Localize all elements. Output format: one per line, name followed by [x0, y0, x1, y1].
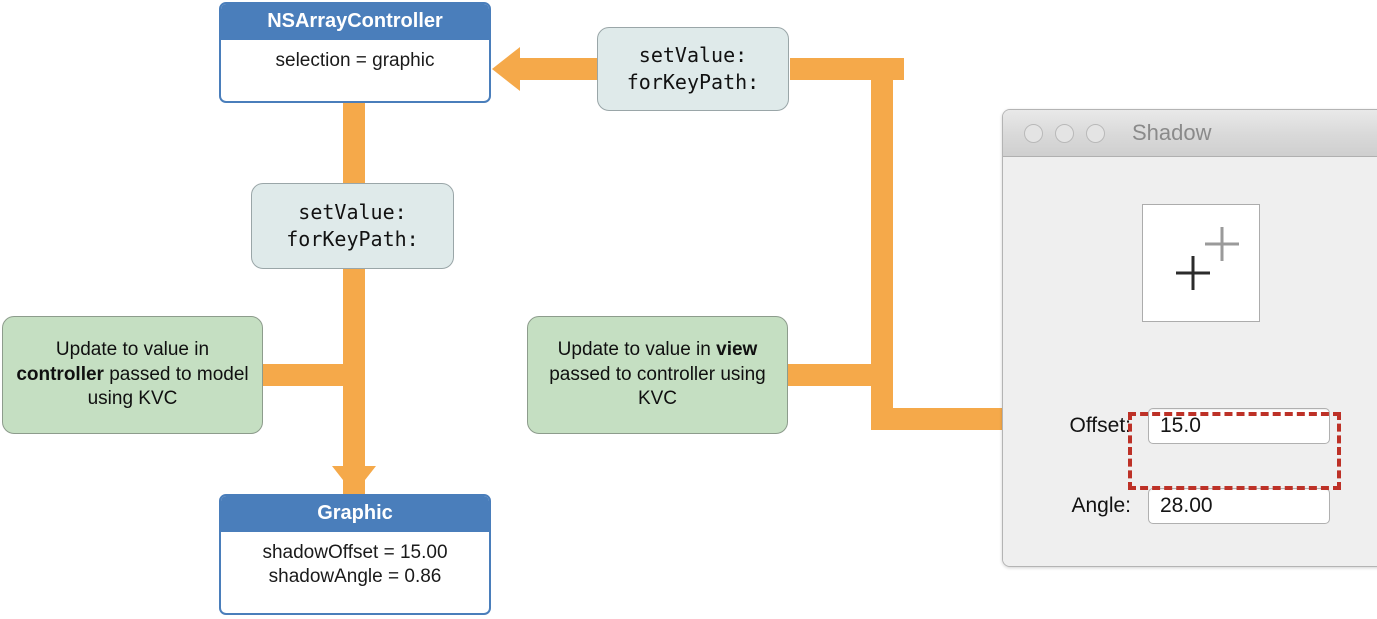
note-view-to-controller: Update to value in view passed to contro… [527, 316, 788, 434]
zoom-dot-icon[interactable] [1086, 123, 1105, 143]
offset-input[interactable]: 15.0 [1148, 408, 1330, 444]
message-box-controller-to-model: setValue: forKeyPath: [251, 183, 454, 269]
note-view-post: passed to controller using KVC [549, 363, 766, 410]
shadow-window-content: Offset: 15.0 Angle: 28.00 [1003, 157, 1377, 566]
offset-field-label: Offset: [1069, 414, 1131, 437]
note-view-emphasis: view [716, 338, 758, 360]
angle-field-row: Angle: 28.00 [1013, 488, 1343, 524]
graphic-title: Graphic [221, 496, 489, 532]
connector-msg-to-controller-line [520, 58, 604, 80]
connector-right-vertical-trunk [871, 58, 893, 430]
message-box-view-to-controller: setValue: forKeyPath: [597, 27, 789, 111]
arrowhead-into-graphic [332, 466, 376, 494]
graphic-body: shadowOffset = 15.00 shadowAngle = 0.86 [221, 532, 489, 601]
note-controller-pre: Update to value in [55, 338, 210, 360]
plus-marker-main-icon [1176, 256, 1210, 290]
graphic-shadow-offset: shadowOffset = 15.00 [262, 542, 448, 563]
minimize-dot-icon[interactable] [1055, 123, 1074, 143]
shadow-preview-canvas[interactable] [1142, 204, 1260, 322]
shadow-window-titlebar[interactable]: Shadow [1003, 110, 1377, 157]
arrowhead-into-controller [492, 47, 520, 91]
nsarraycontroller-title: NSArrayController [221, 4, 489, 40]
graphic-shadow-angle: shadowAngle = 0.86 [268, 566, 442, 588]
plus-marker-shadow-icon [1205, 227, 1239, 261]
offset-field-row: Offset: 15.0 [1013, 408, 1343, 444]
angle-field-label: Angle: [1071, 494, 1131, 517]
connector-controller-vertical-trunk [343, 100, 365, 496]
nsarraycontroller-body: selection = graphic [275, 50, 435, 71]
shadow-window[interactable]: Shadow Offset: 15.0 Angle: 28.00 [1002, 109, 1377, 567]
note-controller-text: Update to value in controller passed to … [11, 338, 254, 412]
traffic-light-group [1024, 123, 1105, 143]
connector-vertical-to-controller-note [262, 364, 362, 386]
shadow-window-title: Shadow [1132, 120, 1212, 145]
graphic-box: Graphic shadowOffset = 15.00 shadowAngle… [219, 494, 491, 615]
nsarraycontroller-box: NSArrayController selection = graphic [219, 2, 491, 103]
note-controller-to-model: Update to value in controller passed to … [2, 316, 263, 434]
note-controller-post: passed to model using KVC [87, 363, 249, 410]
angle-input[interactable]: 28.00 [1148, 488, 1330, 524]
note-view-pre: Update to value in [557, 338, 717, 360]
connector-vertical-to-view-note [786, 364, 886, 386]
note-controller-emphasis: controller [16, 363, 104, 385]
note-view-text: Update to value in view passed to contro… [536, 338, 779, 412]
close-dot-icon[interactable] [1024, 123, 1043, 143]
